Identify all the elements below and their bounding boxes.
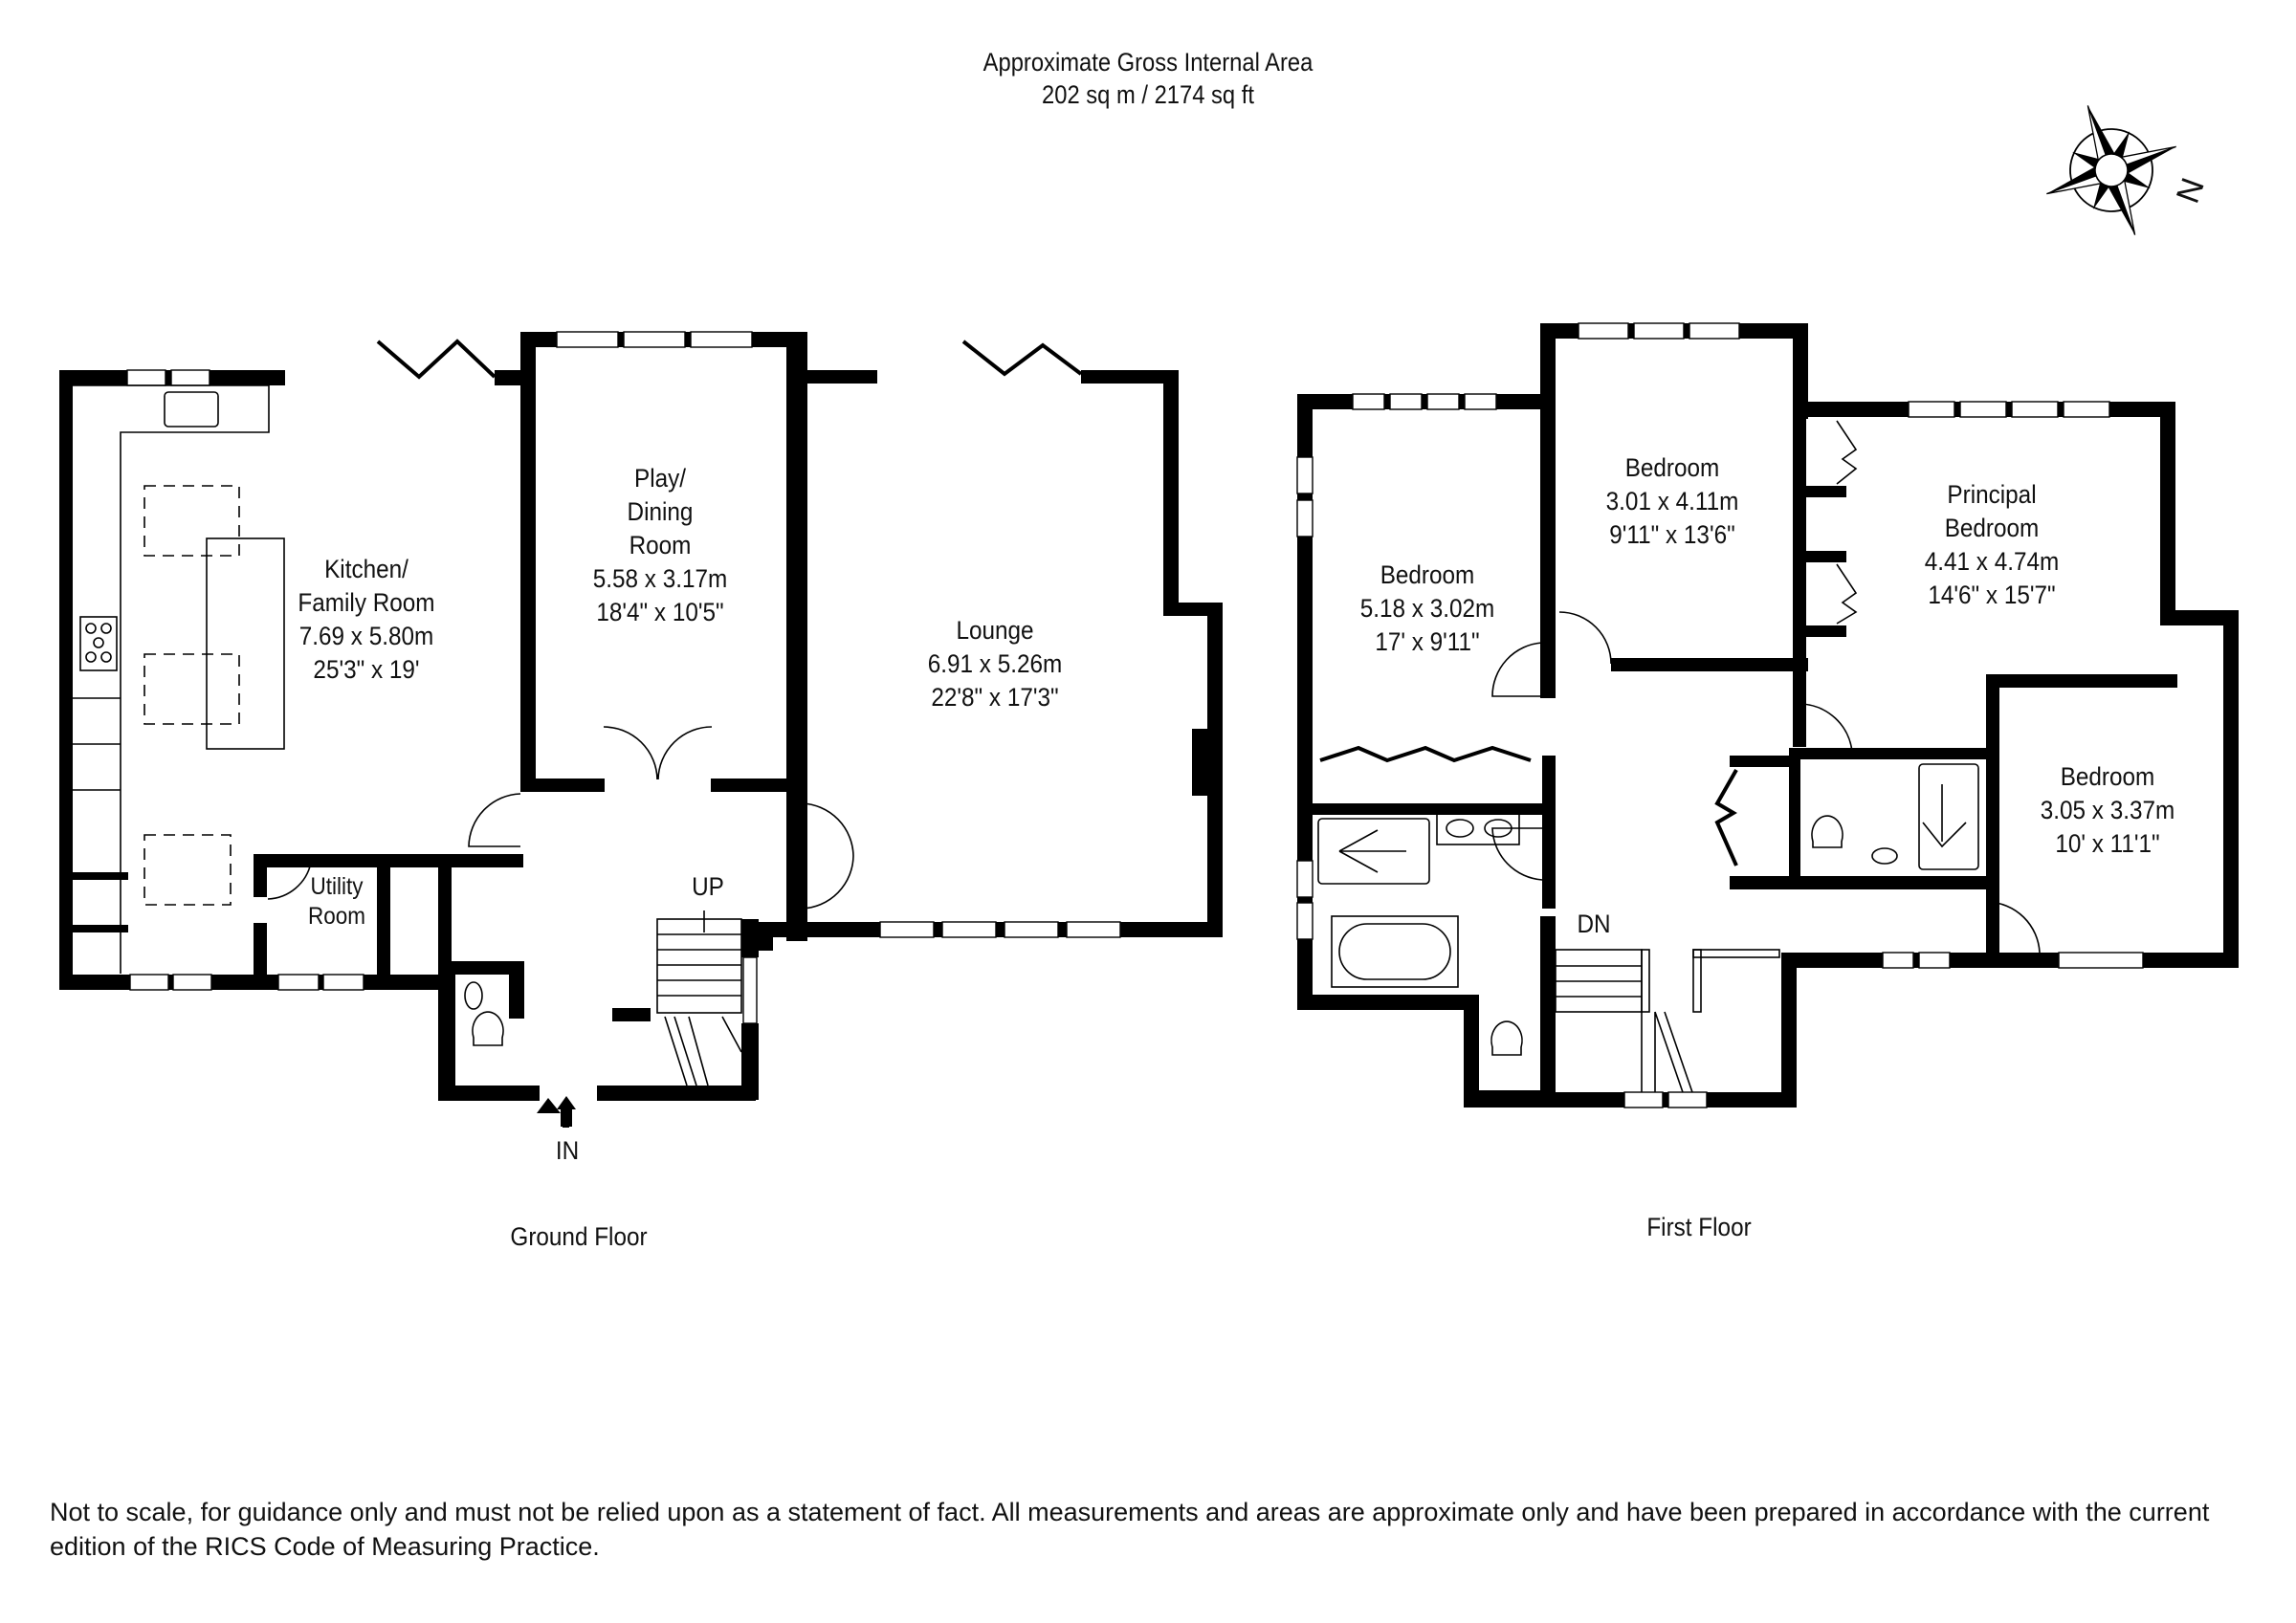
room-kitchen-family: Kitchen/ Family Room 7.69 x 5.80m 25'3" … [298,553,434,687]
ground-floor-plan [59,331,1223,1128]
room-size-imperial: 10' x 11'1" [2055,829,2160,858]
room-size-imperial: 9'11" x 13'6" [1609,520,1735,549]
room-bedroom-1: Bedroom 5.18 x 3.02m 17' x 9'11" [1360,559,1494,659]
room-name: Family Room [298,588,435,617]
room-name: Play/ [633,464,687,493]
room-play-dining: Play/ Dining Room 5.58 x 3.17m 18'4" x 1… [593,462,727,629]
room-principal-bedroom: Principal Bedroom 4.41 x 4.74m 14'6" x 1… [1925,478,2059,612]
room-size-metric: 5.58 x 3.17m [592,564,728,593]
room-size-metric: 3.01 x 4.11m [1605,487,1739,515]
room-size-metric: 4.41 x 4.74m [1924,547,2060,576]
room-name: Utility [310,873,364,900]
room-lounge: Lounge 6.91 x 5.26m 22'8" x 17'3" [928,614,1062,714]
room-name: Bedroom [1944,514,2040,542]
compass-rose-icon [2046,105,2176,235]
entrance-label: IN [555,1136,580,1165]
room-name: Bedroom [1380,560,1475,589]
room-utility: Utility Room [308,872,365,932]
ground-floor-label: Ground Floor [510,1222,648,1251]
area-title: Approximate Gross Internal Area [982,48,1314,77]
room-size-metric: 7.69 x 5.80m [298,622,434,650]
room-name: Bedroom [2060,762,2155,791]
disclaimer-text: Not to scale, for guidance only and must… [50,1498,2210,1561]
area-value: 202 sq m / 2174 sq ft [1042,80,1254,109]
stairs-down-label: DN [1577,910,1611,938]
room-bedroom-2: Bedroom 3.01 x 4.11m 9'11" x 13'6" [1606,451,1739,552]
room-size-imperial: 22'8" x 17'3" [931,683,1059,712]
room-name: Bedroom [1624,453,1720,482]
room-size-imperial: 18'4" x 10'5" [596,598,724,626]
room-name: Dining [627,497,694,526]
first-floor-label: First Floor [1646,1213,1752,1241]
room-size-metric: 5.18 x 3.02m [1359,594,1495,623]
first-floor-plan [1296,322,2239,1108]
room-name: Kitchen/ [324,555,408,583]
ground-stairs [656,910,773,1100]
room-size-imperial: 17' x 9'11" [1375,627,1480,656]
room-size-metric: 6.91 x 5.26m [927,649,1063,678]
room-name: Lounge [956,616,1034,645]
room-name: Room [307,903,366,930]
room-name: Room [629,531,692,559]
room-bedroom-4: Bedroom 3.05 x 3.37m 10' x 11'1" [2041,760,2175,861]
room-size-imperial: 25'3" x 19' [313,655,420,684]
first-floor-stairs [1555,949,1780,1096]
stairs-up-label: UP [692,872,724,901]
room-name: Principal [1947,480,2037,509]
room-size-metric: 3.05 x 3.37m [2040,796,2175,824]
room-size-imperial: 14'6" x 15'7" [1928,581,2056,609]
area-header: Approximate Gross Internal Area 202 sq m… [138,46,2158,111]
